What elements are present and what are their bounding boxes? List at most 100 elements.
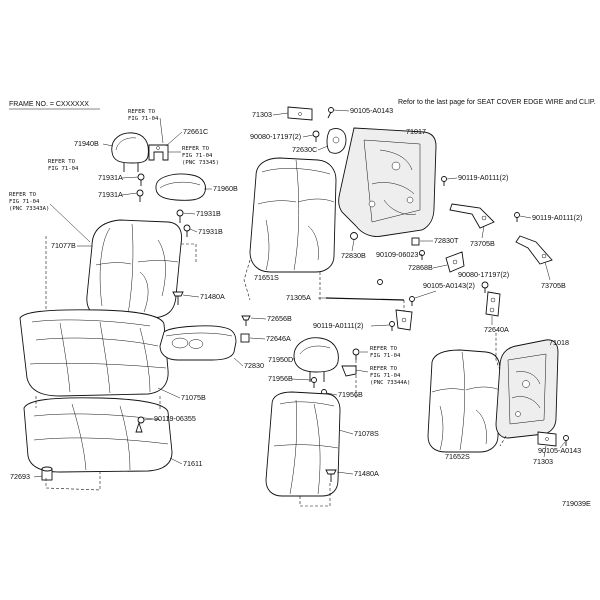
svg-text:(PNC 73344A): (PNC 73344A) (370, 380, 410, 386)
part-72646a[interactable] (240, 333, 250, 343)
frame-number: FRAME NO. = CXXXXXX (9, 101, 89, 108)
bracket-72868b[interactable] (445, 251, 465, 273)
refer-note-1: REFER TO FIG 71-04 (128, 109, 159, 122)
cap-72693[interactable] (41, 466, 53, 481)
label-71931b-lower: 71931B (198, 227, 223, 236)
seatback-pad-71077b[interactable] (86, 219, 182, 319)
label-73705b-lower: 73705B (541, 281, 566, 290)
label-72656b: 72656B (267, 314, 292, 323)
seat-pad-71611[interactable] (23, 397, 173, 473)
label-73705b-upper: 73705B (470, 239, 495, 248)
label-90080-17197-right: 90080-17197(2) (458, 270, 509, 279)
part-72830b[interactable] (350, 232, 358, 240)
refer-note-2: REFER TO FIG 71-04 (PNC 73345) (182, 146, 219, 166)
bolt-90109-06023[interactable] (419, 250, 425, 261)
svg-text:(PNC 73343A): (PNC 73343A) (9, 206, 49, 212)
headrest-cover-71960b[interactable] (155, 173, 206, 201)
label-71305a: 71305A (286, 293, 311, 302)
svg-text:FIG 71-04: FIG 71-04 (48, 166, 79, 172)
label-90119-a0111-right: 90119-A0111(2) (532, 213, 582, 222)
svg-text:(PNC 73345): (PNC 73345) (182, 160, 219, 166)
label-71960b: 71960B (213, 184, 238, 193)
label-71931a-lower: 71931A (98, 190, 123, 199)
headrest-71940b[interactable] (111, 132, 149, 172)
bracket-72661c[interactable] (148, 144, 169, 161)
label-90080-17197-top: 90080-17197(2) (250, 132, 301, 141)
bolt-90119-a0111-center[interactable] (389, 321, 395, 332)
headrest-71950d[interactable] (293, 337, 339, 382)
bracket-refer-6[interactable] (341, 365, 357, 377)
hinge-73705b-upper[interactable] (449, 203, 495, 229)
label-71017: 71017 (406, 127, 426, 136)
bracket-71303-top[interactable] (287, 106, 313, 121)
bolt-90080-17197-top[interactable] (312, 130, 320, 142)
label-71956b-left: 71956B (268, 374, 293, 383)
label-71303-bottom: 71303 (533, 457, 553, 466)
bolt-90105-a0143-mid[interactable] (409, 296, 415, 307)
label-72830: 72830 (244, 361, 264, 370)
label-72693: 72693 (10, 472, 30, 481)
bracket-71303-bottom[interactable] (537, 431, 557, 447)
label-90109-06023: 90109-06023 (376, 250, 418, 259)
bracket-72630c[interactable] (326, 128, 347, 154)
label-72630c: 72630C (292, 145, 317, 154)
label-71303-top: 71303 (252, 110, 272, 119)
label-90119-a0111-top: 90119-A0111(2) (458, 173, 508, 182)
figure-id: 719039E (562, 499, 591, 508)
label-71940b: 71940B (74, 139, 99, 148)
rod-71305a[interactable] (325, 279, 405, 301)
label-71075b: 71075B (181, 393, 206, 402)
svg-text:REFER TO: REFER TO (128, 109, 156, 115)
bolt-90119-a0111-top[interactable] (441, 176, 447, 187)
label-71018: 71018 (549, 338, 569, 347)
seat-cushion-cover-71075b[interactable] (19, 309, 169, 397)
clip-71480a-right[interactable] (325, 469, 337, 482)
seatback-pad-71652s[interactable] (427, 349, 501, 453)
label-72646a: 72646A (266, 334, 291, 343)
part-72830t[interactable] (411, 237, 420, 246)
screw-71931a-upper[interactable] (137, 173, 145, 186)
svg-text:REFER TO: REFER TO (182, 146, 210, 152)
label-71956b-right: 71956B (338, 390, 363, 399)
screw-90119-06355[interactable] (135, 416, 145, 433)
clip-71480a-left[interactable] (172, 291, 184, 305)
label-72661c: 72661C (183, 127, 208, 136)
header-note: Refor to the last page for SEAT COVER ED… (398, 99, 596, 106)
bolt-refer-5[interactable] (352, 348, 360, 360)
svg-text:REFER TO: REFER TO (9, 192, 37, 198)
seatback-pad-71651s[interactable] (249, 157, 337, 273)
label-71480a-left: 71480A (200, 292, 225, 301)
bracket-72640a[interactable] (485, 291, 501, 317)
bolt-90105-a0143-bottom[interactable] (563, 435, 569, 447)
refer-note-3: REFER TO FIG 71-04 (48, 159, 79, 172)
seatback-frame-71017[interactable] (338, 127, 437, 237)
screw-71956b-left[interactable] (311, 377, 317, 389)
label-71652s: 71652S (445, 452, 470, 461)
label-71611: 71611 (183, 459, 202, 468)
label-72830b: 72830B (341, 251, 366, 260)
label-90105-a0143-top: 90105-A0143 (350, 106, 393, 115)
bolt-90105-a0143-top[interactable] (327, 107, 334, 119)
label-71078s: 71078S (354, 429, 379, 438)
label-71950d: 71950D (268, 355, 293, 364)
bolt-90119-a0111-right[interactable] (514, 212, 520, 223)
svg-text:FIG 71-04: FIG 71-04 (182, 153, 213, 159)
screw-71931b-lower[interactable] (183, 224, 191, 237)
svg-text:FIG 71-04: FIG 71-04 (128, 116, 159, 122)
screw-71931b-upper[interactable] (176, 209, 184, 223)
hinge-73705b-lower[interactable] (515, 235, 553, 265)
part-72656b[interactable] (241, 315, 251, 326)
svg-text:REFER TO: REFER TO (370, 366, 398, 372)
seatback-frame-71018[interactable] (495, 339, 559, 439)
bolt-90080-17197-right[interactable] (481, 281, 489, 293)
label-90105-a0143-mid: 90105-A0143(2) (423, 281, 475, 290)
seatback-cover-71078s[interactable] (265, 391, 341, 497)
screw-71931a-lower[interactable] (136, 189, 144, 202)
armrest-72830[interactable] (159, 325, 237, 361)
latch-bracket-center[interactable] (395, 309, 413, 331)
label-90119-06355: 90119-06355 (154, 414, 196, 423)
label-72868b: 72868B (408, 263, 433, 272)
label-71651s: 71651S (254, 273, 279, 282)
label-72640a: 72640A (484, 325, 509, 334)
